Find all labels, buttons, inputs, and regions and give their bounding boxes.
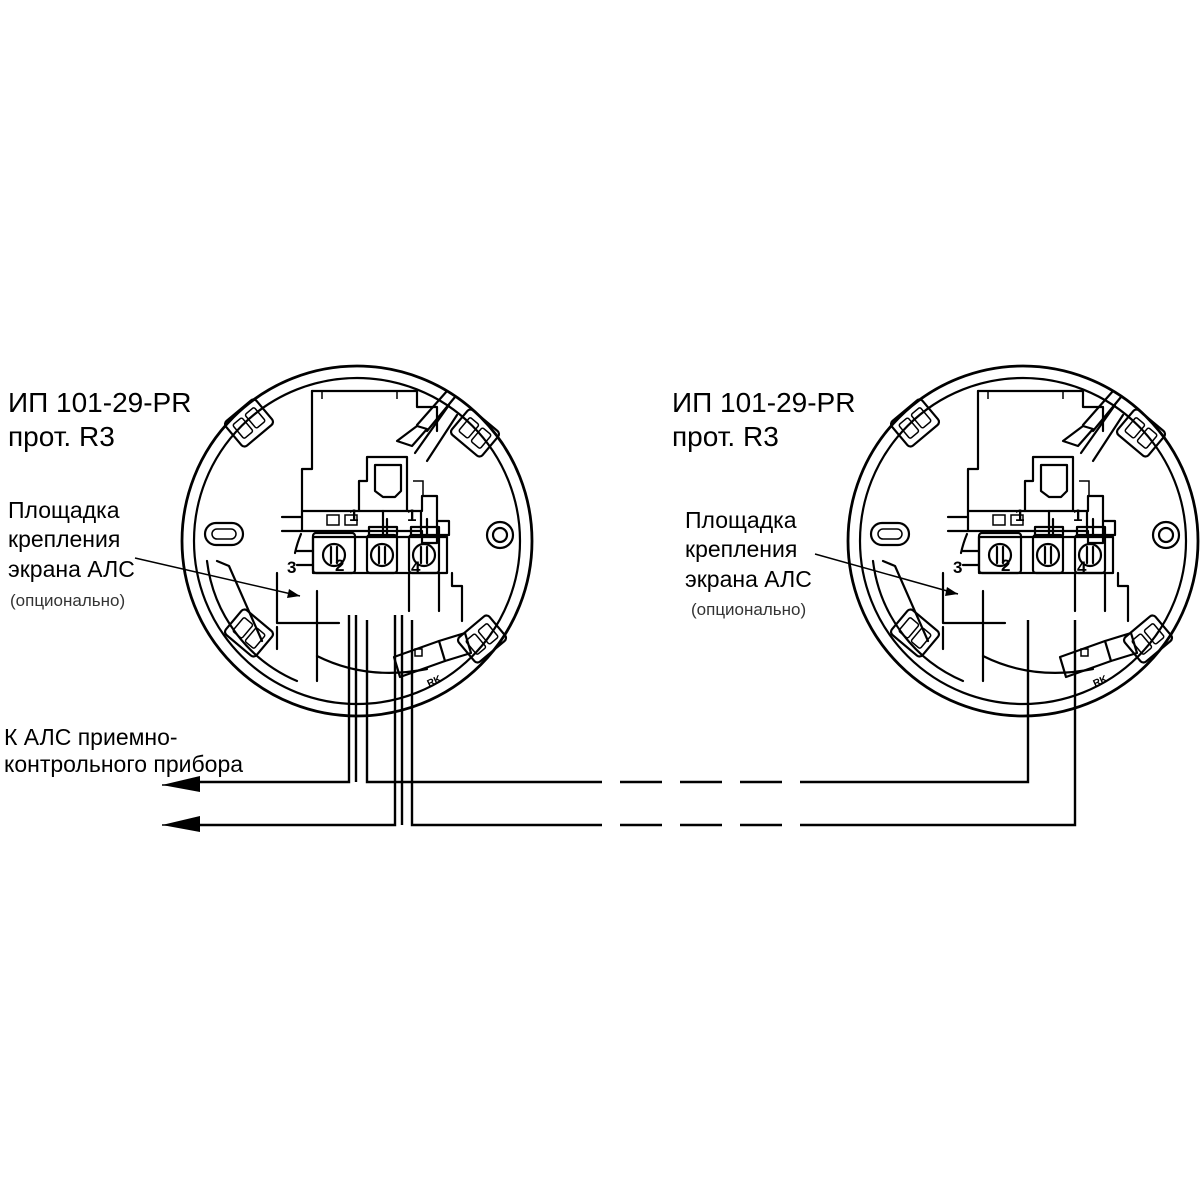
marking-label: RK xyxy=(1092,673,1110,689)
loop-wiring xyxy=(162,615,1077,832)
terminal-4-label: 4 xyxy=(411,558,421,577)
loop-label-line-1: К АЛС приемно- xyxy=(4,724,178,750)
terminal-1b-label: 1 xyxy=(407,506,416,525)
detector-1-note-line-3: экрана АЛС xyxy=(8,556,135,582)
detector-2-title: ИП 101-29-PR xyxy=(672,387,855,418)
arrow-icon xyxy=(945,587,958,596)
detector-2-note-line-2: крепления xyxy=(685,536,797,562)
terminal-1a-label: 1 xyxy=(1015,506,1024,525)
arrow-left-icon xyxy=(162,776,200,792)
arrow-icon xyxy=(287,589,300,598)
detector-1-note-line-2: крепления xyxy=(8,526,120,552)
detector-1-note-line-4: (опционально) xyxy=(10,591,125,610)
leader-line-2 xyxy=(814,553,959,595)
detector-2-subtitle: прот. R3 xyxy=(672,421,779,452)
terminal-2-label: 2 xyxy=(1001,556,1010,575)
detector-base-2: 3 2 4 1 1 RK xyxy=(846,364,1200,718)
leader-line-1 xyxy=(134,557,301,597)
terminal-4-label: 4 xyxy=(1077,558,1087,577)
detector-1-subtitle: прот. R3 xyxy=(8,421,115,452)
marking-label: RK xyxy=(426,673,444,689)
detector-1-note-line-1: Площадка xyxy=(8,497,120,523)
arrow-left-icon xyxy=(162,816,200,832)
terminal-3-label: 3 xyxy=(287,558,296,577)
terminal-1b-label: 1 xyxy=(1073,506,1082,525)
detector-1-title: ИП 101-29-PR xyxy=(8,387,191,418)
detector-2-note-line-3: экрана АЛС xyxy=(685,566,812,592)
terminal-2-label: 2 xyxy=(335,556,344,575)
detector-2-note-line-1: Площадка xyxy=(685,507,797,533)
terminal-1a-label: 1 xyxy=(349,506,358,525)
terminal-3-label: 3 xyxy=(953,558,962,577)
detector-2-note-line-4: (опционально) xyxy=(691,600,806,619)
loop-label-line-2: контрольного прибора xyxy=(4,751,243,777)
